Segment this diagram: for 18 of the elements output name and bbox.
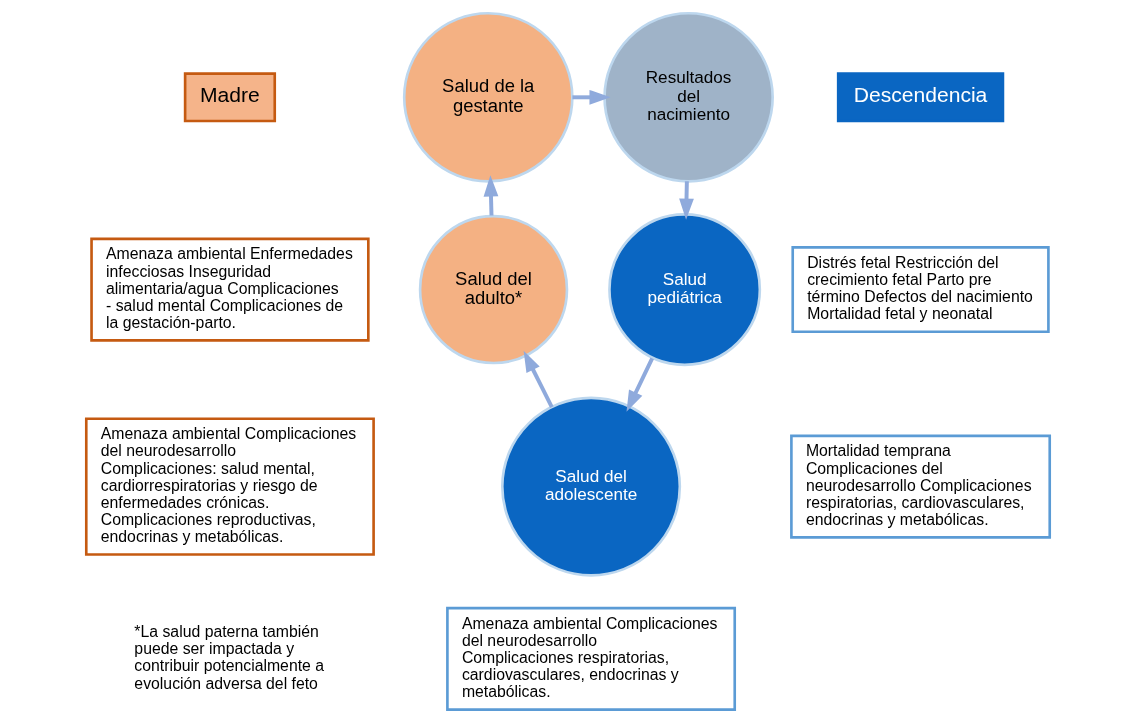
node-circle: Resultados del nacimiento <box>603 11 774 183</box>
arrow <box>679 181 694 220</box>
node-circle: Salud de la gestante <box>402 11 574 183</box>
node-box: Amenaza ambiental Enfermedades infecciosas Inseguridad alimentaria/agua Complicaciones - salud mental Complicaciones de la gestación-parto. <box>90 237 370 342</box>
node-circle: Salud del adulto* <box>418 214 569 365</box>
node-circle: Salud del adolescente <box>501 396 682 577</box>
node-box: Madre <box>183 72 277 123</box>
node-box: Amenaza ambiental Complicaciones del neurodesarrollo Complicaciones: salud mental, cardiorrespiratorias y riesgo de enfermedades crónicas. Complicaciones reproductivas, endocrinas y metabólicas. <box>84 417 375 556</box>
node-box: Descendencia <box>836 72 1005 123</box>
node-circle: Salud pediátrica <box>608 213 762 367</box>
label: *La salud paterna también puede ser impactada y contribuir potencialmente a evolución adversa del feto <box>134 623 325 692</box>
arrow <box>523 350 554 408</box>
arrow <box>626 357 654 412</box>
node-box: Distrés fetal Restricción del crecimiento fetal Parto pre término Defectos del nacimiento Mortalidad fetal y neonatal <box>791 246 1050 334</box>
node-box: Mortalidad temprana Complicaciones del neurodesarrollo Complicaciones respiratorias, cardiovasculares, endocrinas y metabólicas. <box>790 434 1052 539</box>
arrow <box>483 175 499 216</box>
node-box: Amenaza ambiental Complicaciones del neurodesarrollo Complicaciones respiratorias, cardiovasculares, endocrinas y metabólicas. <box>446 606 737 711</box>
arrow <box>572 89 611 105</box>
